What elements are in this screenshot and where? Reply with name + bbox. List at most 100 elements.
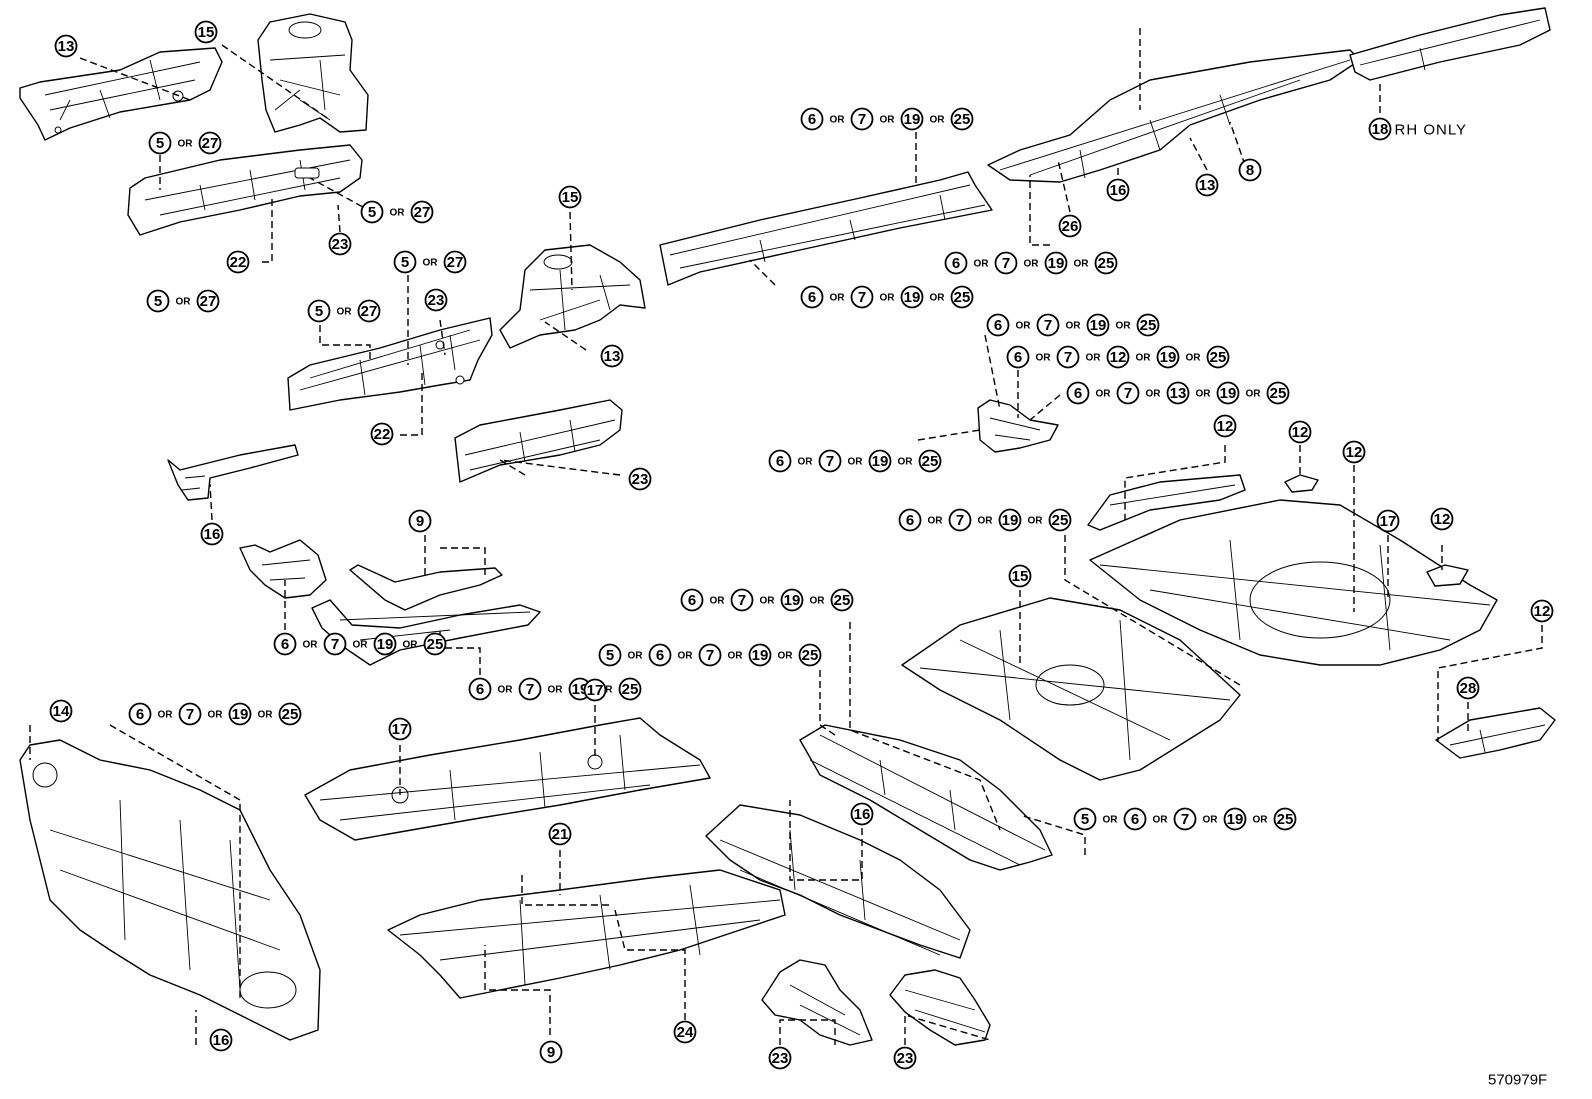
- part-number: 25: [1098, 255, 1115, 272]
- part-dash-panel: [19, 739, 321, 1041]
- part-floor-crossmember-rear: [705, 804, 971, 959]
- callout-50: 9: [539, 1040, 563, 1064]
- part-number: 7: [526, 681, 534, 698]
- part-number: 19: [232, 706, 249, 723]
- callout-53: 23: [893, 1046, 917, 1070]
- callout-38: 12: [1530, 599, 1554, 623]
- part-number: 5: [154, 293, 162, 310]
- part-number: 7: [186, 706, 194, 723]
- part-center-floor-pan: [901, 597, 1241, 781]
- callout-circle: [1288, 420, 1312, 444]
- part-number: 17: [1380, 513, 1397, 530]
- callout-6: 22: [226, 250, 250, 274]
- or-connector: OR: [1153, 815, 1169, 826]
- callout-48: 21: [548, 822, 572, 846]
- callout-circle: [1273, 807, 1297, 831]
- part-number: 27: [414, 204, 431, 221]
- callout-circle: [1376, 509, 1400, 533]
- part-number: 7: [1044, 317, 1052, 334]
- callout-circle: [1206, 345, 1230, 369]
- callout-circle: [1094, 251, 1118, 275]
- callout-circle: [468, 677, 492, 701]
- callout-circle: [360, 200, 384, 224]
- callout-49: 16: [209, 1028, 233, 1052]
- callout-circle: [1266, 381, 1290, 405]
- callout-circle: [898, 508, 922, 532]
- callout-circle: [1430, 507, 1454, 531]
- part-number: 13: [1170, 385, 1187, 402]
- callout-circle: [1066, 381, 1090, 405]
- part-number: 27: [200, 293, 217, 310]
- part-number: 17: [392, 721, 409, 738]
- or-connector: OR: [1136, 353, 1152, 364]
- callout-circle: [328, 232, 352, 256]
- part-number: 8: [1246, 162, 1254, 179]
- callout-circle: [600, 344, 624, 368]
- part-number: 6: [688, 592, 696, 609]
- part-number: 19: [1160, 349, 1177, 366]
- callout-circle: [893, 1046, 917, 1070]
- part-number: 25: [1270, 385, 1287, 402]
- callout-2: 15: [194, 20, 218, 44]
- callout-43: 17: [388, 717, 412, 741]
- callout-23: 16: [1106, 178, 1130, 202]
- part-number: 25: [954, 111, 971, 128]
- part-number: 19: [1048, 255, 1065, 272]
- callout-circle: [49, 699, 73, 723]
- part-number: 25: [1140, 317, 1157, 334]
- or-connector: OR: [353, 640, 369, 651]
- or-connector: OR: [1146, 389, 1162, 400]
- part-number: 28: [1460, 680, 1477, 697]
- or-connector: OR: [728, 651, 744, 662]
- or-connector: OR: [880, 115, 896, 126]
- or-connector: OR: [1066, 321, 1082, 332]
- callout-circle: [850, 107, 874, 131]
- part-number: 25: [1210, 349, 1227, 366]
- callout-circle: [1342, 440, 1366, 464]
- part-rear-side-member: [987, 7, 1551, 183]
- part-number: 6: [808, 111, 816, 128]
- part-center-bracket: [977, 399, 1059, 453]
- or-connector: OR: [830, 293, 846, 304]
- callout-circle: [1106, 178, 1130, 202]
- part-number: 6: [994, 317, 1002, 334]
- callout-22: 13: [1195, 173, 1219, 197]
- part-number: 24: [677, 1024, 694, 1041]
- callout-circle: [950, 107, 974, 131]
- or-connector: OR: [798, 457, 814, 468]
- or-connector: OR: [1028, 516, 1044, 527]
- or-connector: OR: [1024, 259, 1040, 270]
- callout-10: 23: [424, 288, 448, 312]
- callout-14: 23: [628, 467, 652, 491]
- callout-circle: [900, 285, 924, 309]
- callout-circle: [1106, 345, 1130, 369]
- or-connector: OR: [158, 710, 174, 721]
- callout-circle: [730, 588, 754, 612]
- part-number: 25: [622, 681, 639, 698]
- callout-circle: [1223, 807, 1247, 831]
- part-number: 7: [826, 453, 834, 470]
- callout-circle: [54, 34, 78, 58]
- callout-circle: [1166, 381, 1190, 405]
- callout-circle: [950, 285, 974, 309]
- callout-circle: [850, 285, 874, 309]
- callout-circle: [548, 822, 572, 846]
- callout-47: 16: [850, 802, 874, 826]
- part-number: 7: [1181, 811, 1189, 828]
- part-number: 19: [1220, 385, 1237, 402]
- callout-circle: [1036, 313, 1060, 337]
- part-number: 6: [952, 255, 960, 272]
- part-number: 13: [58, 38, 75, 55]
- part-number: 18: [1372, 121, 1389, 138]
- or-connector: OR: [628, 651, 644, 662]
- or-connector: OR: [710, 596, 726, 607]
- callout-circle: [868, 449, 892, 473]
- part-front-floor-pan-rh: [387, 869, 786, 999]
- part-number: 15: [198, 24, 215, 41]
